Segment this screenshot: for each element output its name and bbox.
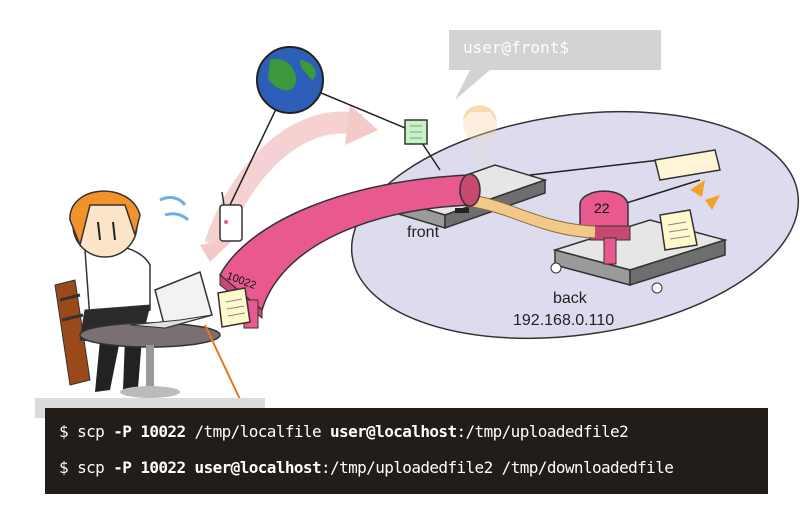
port-22-mailbox xyxy=(579,190,631,265)
back-port-label: 22 xyxy=(594,200,610,216)
faded-arrow-tail xyxy=(200,238,235,262)
back-label: back xyxy=(553,290,587,307)
cmd-flag: -P 10022 xyxy=(113,458,186,477)
back-ip-label: 192.168.0.110 xyxy=(513,312,615,329)
command-pointer xyxy=(204,324,246,411)
globe-icon xyxy=(256,46,324,114)
document-icon-local xyxy=(217,287,251,328)
prompt-text: user@front$ xyxy=(463,38,569,57)
front-label: front xyxy=(407,224,440,241)
router-icon xyxy=(219,191,243,242)
cmd-name: scp xyxy=(68,458,114,477)
cmd-arg: :/tmp/uploadedfile2 xyxy=(456,422,629,441)
laptop xyxy=(129,270,213,329)
bubble-tail xyxy=(455,70,490,100)
cmd-arg xyxy=(185,458,194,477)
cmd-flag: -P 10022 xyxy=(113,422,186,441)
local-user-figure xyxy=(54,190,190,392)
cmd-dollar: $ xyxy=(59,422,69,441)
cmd-arg: :/tmp/uploadedfile2 /tmp/downloadedfile xyxy=(321,458,674,477)
command-line-download: $ scp -P 10022 user@localhost:/tmp/uploa… xyxy=(59,450,754,486)
cmd-host: user@localhost xyxy=(330,422,457,441)
faded-arrow-head xyxy=(345,105,378,145)
cmd-name: scp xyxy=(68,422,114,441)
package-icon xyxy=(654,149,721,210)
cmd-dollar: $ xyxy=(59,458,69,477)
cmd-arg: /tmp/localfile xyxy=(185,422,331,441)
command-box: $ scp -P 10022 /tmp/localfile user@local… xyxy=(45,408,768,494)
firewall-icon xyxy=(404,119,428,145)
command-line-upload: $ scp -P 10022 /tmp/localfile user@local… xyxy=(59,414,754,450)
table xyxy=(79,322,221,398)
cmd-host: user@localhost xyxy=(194,458,322,477)
prompt-bubble xyxy=(449,30,661,70)
document-icon-back xyxy=(659,209,698,251)
inner-tunnel xyxy=(464,194,596,238)
remote-user-figure xyxy=(463,105,497,165)
